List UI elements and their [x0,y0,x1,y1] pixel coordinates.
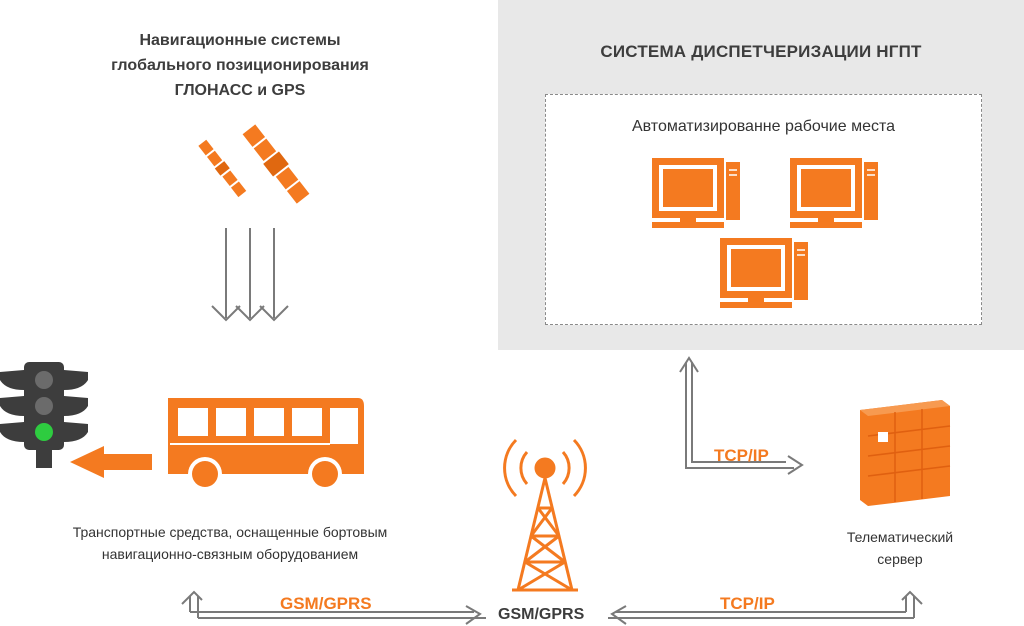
connector-gsm-left [181,590,486,625]
computer-icon [790,158,878,228]
gsm-gprs-label: GSM/GPRS [280,594,372,613]
gnss-title-line: глобального позиционирования [111,57,369,74]
connector-tcp-top [679,356,804,475]
gnss-title-line: Навигационные системы [139,32,341,49]
vehicles-caption-line: навигационно-связным оборудованием [101,546,359,562]
signal-arrows [211,228,289,322]
dispatch-title: СИСТЕМА ДИСПЕТЧЕРИЗАЦИИ НГПТ [600,42,922,61]
tcp-ip-bottom-label: TCP/IP [720,594,775,613]
radio-tower-icon [503,438,587,592]
gnss-title-line: ГЛОНАСС и GPS [174,82,306,99]
traffic-light-icon [0,362,88,468]
bus-icon [168,398,364,491]
vehicles-caption-line: Транспортные средства, оснащенные бортов… [72,524,388,540]
computer-icon [652,158,740,228]
server-caption: Телематический сервер [830,526,970,570]
direction-arrow-icon [70,446,152,478]
computer-icon [720,238,808,308]
gsm-gprs-tower-label: GSM/GPRS [498,606,585,623]
connector-tcp-bottom [608,590,923,625]
gnss-title: Навигационные системы глобального позици… [80,28,400,103]
satellite-icon [198,124,310,204]
server-cabinet-icon [860,400,951,506]
tcp-ip-top-label: TCP/IP [714,446,769,465]
server-caption-line: сервер [877,551,923,567]
workstations-label: Автоматизированне рабочие места [631,118,896,135]
vehicles-caption: Транспортные средства, оснащенные бортов… [30,521,430,565]
server-caption-line: Телематический [846,529,954,545]
